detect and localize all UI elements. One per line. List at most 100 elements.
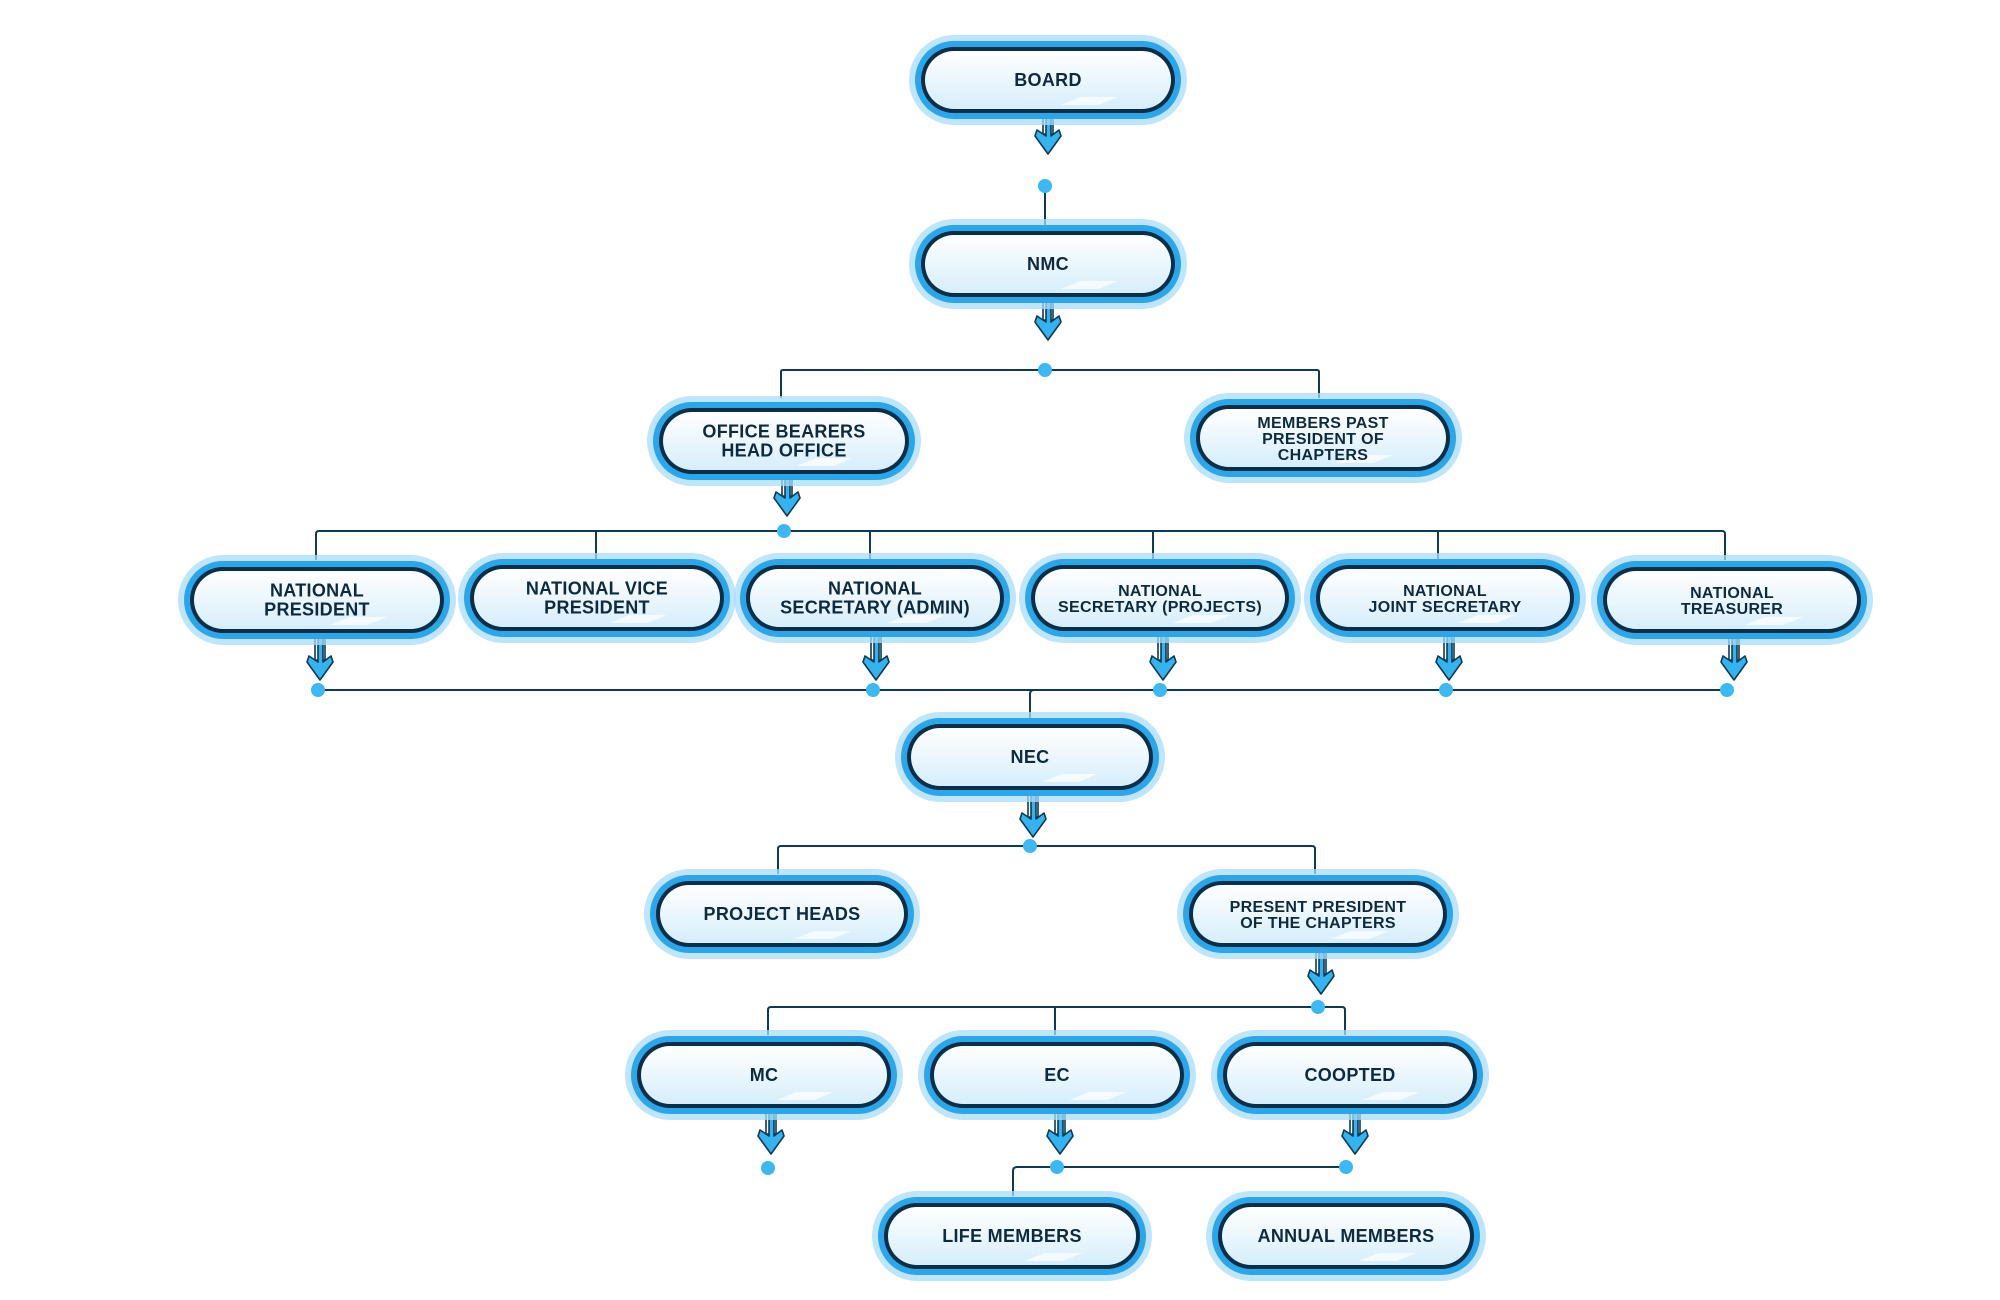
node-shine	[1060, 97, 1118, 105]
junction-dot	[1038, 363, 1052, 377]
node-members-past-president-label-line-1: MEMBERS PAST	[1257, 415, 1388, 432]
node-fill	[1320, 569, 1570, 627]
node-shine	[776, 1092, 834, 1100]
junction-dot	[1339, 1160, 1353, 1174]
node-fill	[660, 885, 904, 943]
node-shine	[887, 615, 947, 623]
node-mc: MC	[625, 1030, 903, 1120]
node-shine	[1362, 1092, 1420, 1100]
node-fill	[1607, 571, 1857, 629]
node-project-heads-label-line-1: PROJECT HEADS	[704, 904, 861, 924]
connector-office-bus	[315, 530, 1726, 560]
junction-dot	[866, 683, 880, 697]
node-shine	[796, 458, 853, 466]
arrow-group	[306, 107, 1748, 1155]
node-national-secretary-projects-label-line-2: SECRETARY (PROJECTS)	[1058, 599, 1262, 616]
node-national-treasurer-label-line-1: NATIONAL	[1690, 585, 1774, 602]
node-national-joint-secretary-label-line-2: JOINT SECRETARY	[1369, 599, 1522, 616]
junction-dot	[1050, 1160, 1064, 1174]
node-shine	[1744, 617, 1804, 625]
node-shine	[1335, 455, 1393, 463]
node-board: BOARD	[909, 35, 1187, 125]
junction-dot	[1311, 1000, 1325, 1014]
connector-members-bus	[1012, 1166, 1346, 1196]
junction-dot	[777, 524, 791, 538]
node-national-secretary-projects-label-line-1: NATIONAL	[1118, 583, 1202, 600]
node-coopted: COOPTED	[1211, 1030, 1489, 1120]
junction-dot	[1720, 683, 1734, 697]
node-national-secretary-admin-label-line-2: SECRETARY (ADMIN)	[780, 598, 970, 618]
node-national-president-label-line-2: PRESIDENT	[264, 600, 370, 620]
node-shine	[1060, 281, 1118, 289]
node-life-members: LIFE MEMBERS	[872, 1191, 1152, 1281]
junction-dot	[1038, 179, 1052, 193]
node-national-secretary-admin-label-line-1: NATIONAL	[828, 579, 922, 599]
node-project-heads: PROJECT HEADS	[644, 869, 920, 959]
node-national-president-label-line-1: NATIONAL	[270, 581, 364, 601]
node-fill	[1193, 885, 1443, 943]
node-shine	[1330, 931, 1390, 939]
node-national-vice-president-label-line-1: NATIONAL VICE	[526, 579, 668, 599]
node-shine	[1457, 615, 1517, 623]
node-coopted-label-line-1: COOPTED	[1304, 1065, 1395, 1085]
node-annual-members-label-line-1: ANNUAL MEMBERS	[1258, 1226, 1435, 1246]
connector-lines	[315, 186, 1727, 1196]
junction-dot	[1153, 683, 1167, 697]
node-mc-label-line-1: MC	[750, 1065, 779, 1085]
node-shine	[1024, 1253, 1083, 1261]
node-shine	[1069, 1092, 1127, 1100]
node-nec: NEC	[895, 712, 1165, 802]
node-nmc: NMC	[909, 219, 1187, 309]
node-shine	[1042, 774, 1098, 782]
node-fill	[1035, 569, 1285, 627]
junction-dot	[1439, 683, 1453, 697]
node-office-bearers-label-line-1: OFFICE BEARERS	[702, 422, 865, 442]
node-members-past-president-label-line-3: CHAPTERS	[1278, 447, 1368, 464]
node-national-treasurer-label-line-2: TREASURER	[1681, 601, 1783, 618]
node-fill	[888, 1207, 1136, 1265]
node-shine	[1358, 1253, 1417, 1261]
node-present-president-label-line-1: PRESENT PRESIDENT	[1230, 899, 1407, 916]
node-nmc-label-line-1: NMC	[1027, 254, 1069, 274]
node-office-bearers-label-line-2: HEAD OFFICE	[721, 441, 846, 461]
junction-dots	[311, 179, 1734, 1175]
node-life-members-label-line-1: LIFE MEMBERS	[942, 1226, 1082, 1246]
node-nec-label-line-1: NEC	[1011, 747, 1050, 767]
node-shine	[609, 615, 667, 623]
node-fill	[1200, 409, 1446, 467]
node-shine	[329, 617, 387, 625]
node-shine	[794, 931, 852, 939]
junction-dot	[1023, 839, 1037, 853]
node-board-label-line-1: BOARD	[1014, 70, 1082, 90]
node-present-president-label-line-2: OF THE CHAPTERS	[1240, 915, 1396, 932]
node-fill	[641, 1046, 887, 1104]
node-annual-members: ANNUAL MEMBERS	[1206, 1191, 1486, 1281]
node-national-joint-secretary-label-line-1: NATIONAL	[1403, 583, 1487, 600]
node-fill	[194, 571, 440, 629]
node-national-vice-president-label-line-2: PRESIDENT	[544, 598, 650, 618]
connector-nec-children	[777, 845, 1316, 874]
connector-chapters-bus	[767, 1006, 1346, 1035]
node-fill	[1227, 1046, 1473, 1104]
node-shine	[1172, 615, 1232, 623]
node-fill	[925, 51, 1171, 109]
node-fill	[911, 728, 1149, 786]
node-ec: EC	[918, 1030, 1196, 1120]
node-fill	[925, 235, 1171, 293]
node-fill	[663, 412, 905, 470]
node-members-past-president-label-line-2: PRESIDENT OF	[1262, 431, 1384, 448]
node-fill	[934, 1046, 1180, 1104]
junction-dot	[311, 683, 325, 697]
node-fill	[1222, 1207, 1470, 1265]
node-ec-label-line-1: EC	[1044, 1065, 1070, 1085]
